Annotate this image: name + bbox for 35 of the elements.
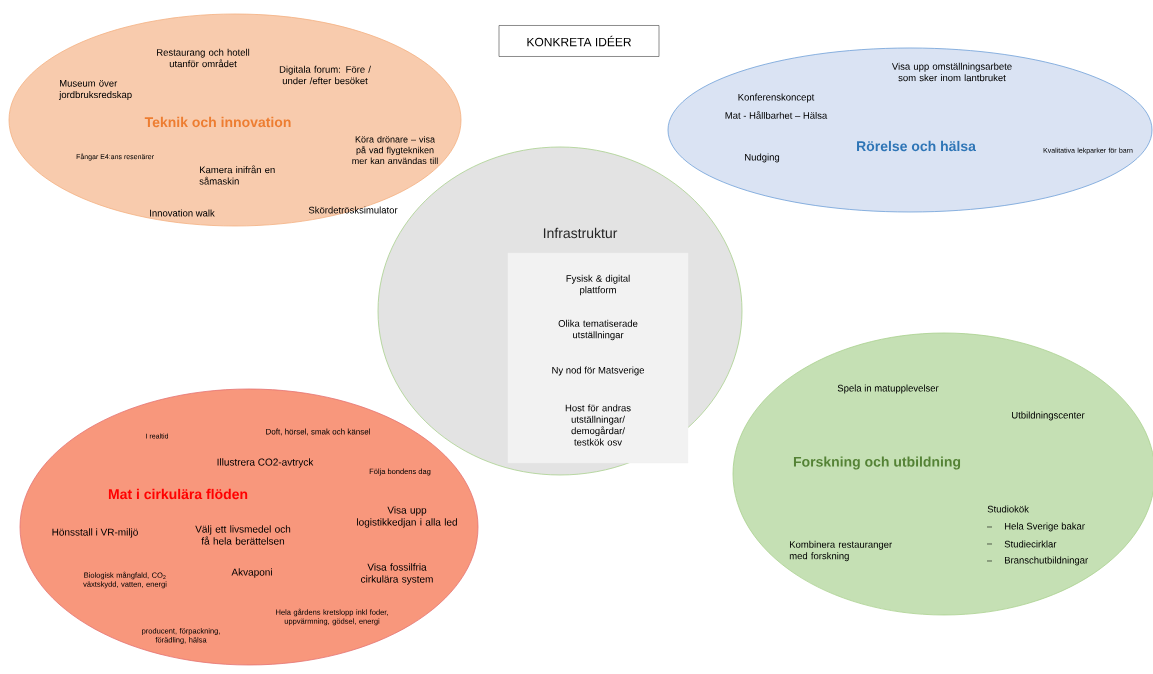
category-heading: Forskning och utbildning (793, 456, 961, 470)
idea-text: Konferenskoncept (738, 93, 815, 103)
idea-text: Olika tematiserade utställningar (558, 319, 638, 341)
idea-text: Akvaponi (231, 568, 272, 578)
idea-text: Visa upp omställningsarbete som sker inom lantbruket (891, 62, 1012, 82)
idea-text: Ny nod för Matsverige (552, 366, 645, 376)
idea-text: Illustrera CO2-avtryck (217, 458, 314, 468)
idea-text: Kombinera restauranger med forskning (789, 540, 892, 562)
idea-text: Hönsstall i VR-miljö (52, 528, 138, 538)
idea-text: Spela in matupplevelser (837, 384, 939, 394)
idea-text: Välj ett livsmedel och få hela berättelsen (195, 525, 291, 545)
idea-text: Mat - Hållbarhet – Hälsa (725, 111, 828, 119)
idea-text: Museum över jordbruksredskap (59, 80, 132, 100)
category-heading: Infrastruktur (543, 227, 618, 239)
idea-text: Fysisk & digital plattform (566, 274, 630, 296)
idea-text: Studiecirklar (1004, 540, 1057, 548)
idea-text: Host för andras utställningar/ demogårdar/ testkök osv (565, 404, 631, 446)
idea-text: Doft, hörsel, smak och känsel (266, 428, 370, 436)
idea-text: Hela Sverige bakar (1005, 522, 1085, 532)
idea-text: Kamera inifrån en såmaskin (199, 165, 275, 185)
idea-text: Digitala forum: Före / under /efter besöket (279, 65, 371, 85)
category-heading: Mat i cirkulära flöden (108, 488, 248, 500)
idea-text: Branschutbildningar (1005, 556, 1088, 566)
idea-text: Visa fossilfria cirkulära system (361, 563, 433, 585)
category-heading: Teknik och innovation (144, 116, 291, 128)
idea-text: Skördetrösksimulator (308, 206, 398, 214)
idea-text: Köra drönare – visa på vad flygtekniken mer kan användas till (352, 135, 438, 165)
idea-text: Innovation walk (150, 209, 215, 217)
title-box: KONKRETA IDÉER (498, 25, 660, 57)
idea-text: Studiokök (987, 505, 1029, 513)
idea-text: Utbildningscenter (1012, 411, 1085, 421)
idea-text: Nudging (745, 153, 780, 163)
category-heading: Rörelse och hälsa (857, 140, 976, 152)
idea-text: Visa upp logistikkedjan i alla led (357, 506, 457, 528)
idea-text: Restaurang och hotell utanför området (157, 48, 250, 68)
